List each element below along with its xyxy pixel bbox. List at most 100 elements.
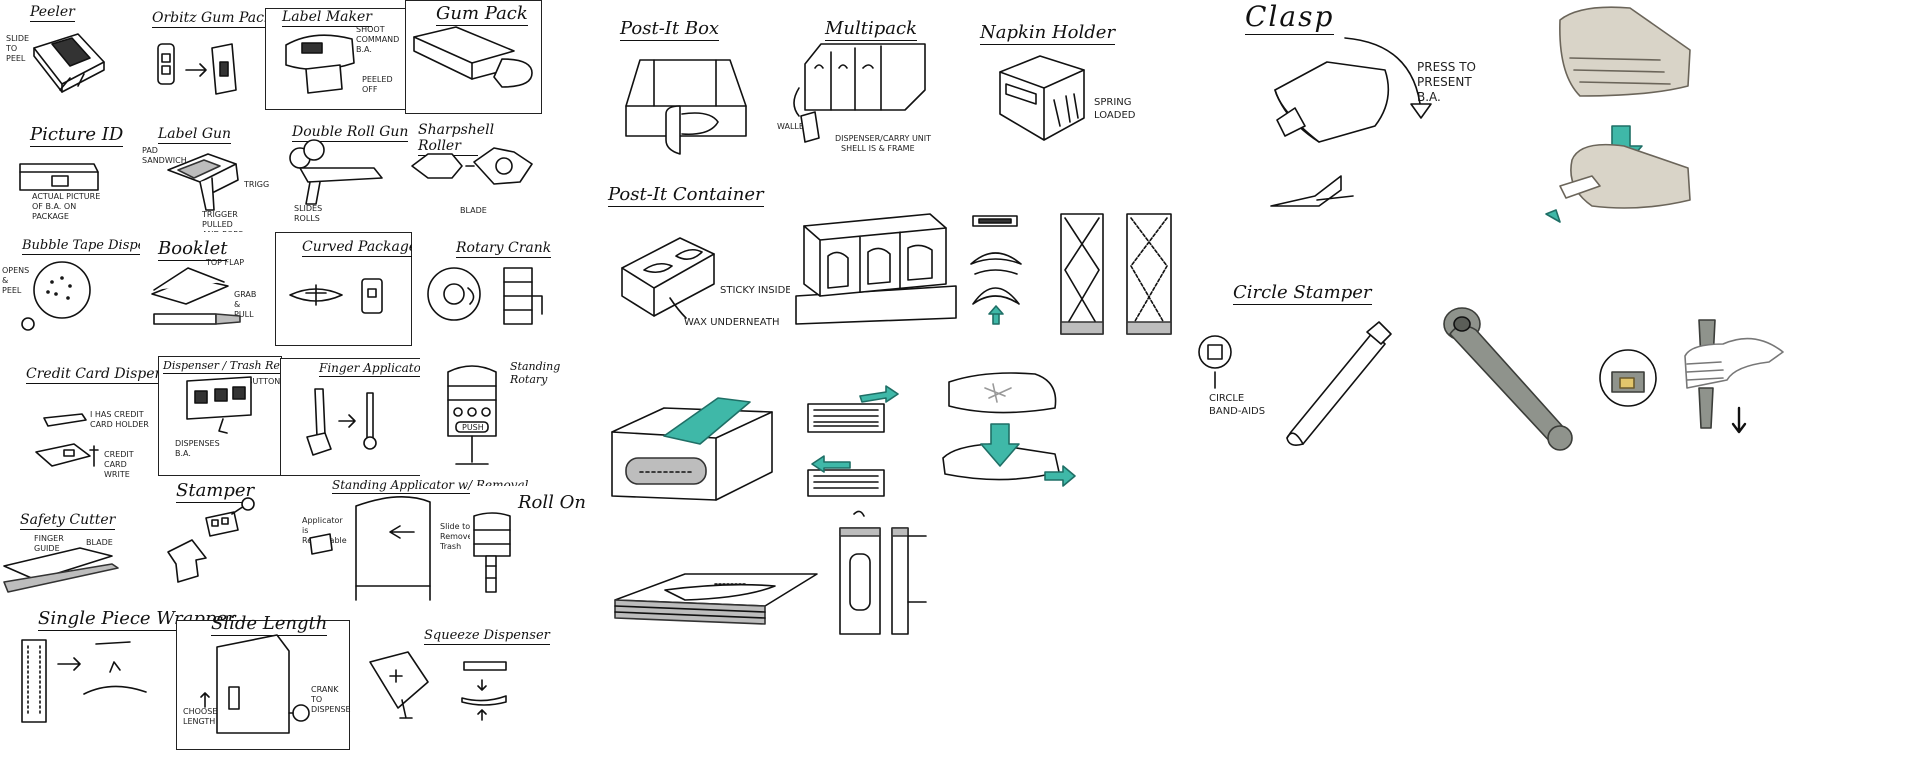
napkin-holder-sketch	[999, 55, 1085, 141]
panel-orbitz-gum-pack: Orbitz Gum Pack	[140, 10, 273, 110]
panel-note: PRESS TO PRESENT B.A.	[1417, 60, 1476, 104]
clip-sequence-sketch	[970, 215, 1022, 325]
stamper-render	[1443, 307, 1573, 451]
panel-circle-stamper-render	[1440, 300, 1590, 460]
panel-note: WALLET	[777, 122, 809, 131]
panel-note: PAD SANDWICH	[142, 146, 187, 165]
panel-note: CREDIT CARD WRITE	[104, 450, 134, 479]
panel-note: FINGER GUIDE	[34, 534, 64, 553]
slide-length-sketch	[200, 634, 310, 734]
panel-hand-stamper	[1665, 300, 1795, 450]
panel-title: Squeeze Dispenser	[424, 628, 550, 645]
safety-cutter-sketch	[3, 547, 119, 593]
panel-finger-applicator: Finger Applicator	[280, 358, 427, 476]
panel-clasp: Clasp PRESS TO PRESENT B.A.	[1245, 0, 1515, 230]
credit-card-sketch	[35, 413, 99, 467]
dispenser-trash-sketch	[186, 376, 252, 434]
panel-note: DISPENSES B.A.	[175, 439, 220, 458]
panel-note: SLIDES ROLLS	[294, 204, 323, 223]
panel-multipack: Multipack WALLET DISPENSER/CARRY UNIT SH…	[775, 12, 950, 167]
panel-title: Gum Pack	[436, 3, 528, 26]
panel-title: Stamper	[176, 480, 255, 503]
panel-note: STICKY INSIDE	[720, 285, 792, 296]
panel-note: BLADE	[86, 538, 113, 547]
circle-stamper-sketch	[1198, 321, 1392, 446]
finger-applicator-sketch	[306, 388, 377, 456]
panel-title: Multipack	[825, 18, 918, 41]
panel-bubble-tape-dispenser: Bubble Tape Dispenser OPENS & PEEL	[0, 232, 175, 344]
panel-title: Slide Length	[211, 613, 328, 636]
panel-envelope-pack	[935, 360, 1085, 510]
panel-note: PEELED OFF	[362, 75, 393, 94]
clasp-render	[1545, 6, 1691, 223]
panel-title: Rotary Crank	[456, 240, 552, 258]
panel-post-it-box: Post-It Box	[610, 10, 760, 160]
panel-standing-applicator: Standing Applicator w/ Removal Applicato…	[290, 476, 529, 606]
panel-title: Label Maker	[282, 9, 372, 27]
label-gun-sketch	[167, 153, 239, 211]
stamper-detail-zoom	[1599, 349, 1657, 407]
panel-tray-dispenser	[790, 200, 965, 340]
gum-pack-sketch	[157, 43, 237, 95]
push-button-label: PUSH	[462, 423, 484, 432]
multipack-sketch	[793, 43, 926, 143]
panel-picture-id: Picture ID ACTUAL PICTURE OF B.A. ON PAC…	[0, 118, 140, 228]
panel-title: Safety Cutter	[20, 512, 116, 530]
peeler-sketch	[33, 33, 105, 93]
panel-title: Napkin Holder	[980, 22, 1116, 45]
roll-on-sketch	[473, 512, 511, 593]
panel-title: Orbitz Gum Pack	[152, 10, 273, 28]
panel-tissue-box-concept	[600, 372, 800, 512]
panel-sharpshell-roller: Sharpshell Roller BLADE	[408, 118, 543, 228]
panel-title: Roll On	[518, 492, 586, 513]
sharpshell-roller-sketch	[411, 147, 533, 185]
post-it-box-sketch	[625, 59, 747, 155]
panel-booklet: Booklet TOP FLAP GRAB & PULL	[140, 232, 275, 344]
panel-title: Finger Applicator	[319, 361, 427, 377]
rotary-crank-sketch	[427, 267, 543, 325]
single-piece-wrapper-sketch	[21, 639, 147, 723]
panel-note: OPENS & PEEL	[2, 266, 30, 295]
panel-slide-length: Slide Length CHOOSE LENGTH CRANK TO DISP…	[176, 613, 351, 750]
panel-label-gun: Label Gun PAD SANDWICH TRIGGER TRIGGER P…	[140, 118, 280, 249]
panel-curved-package: Curved Package	[275, 232, 418, 346]
panel-napkin-holder: Napkin Holder SPRING LOADED	[970, 14, 1145, 159]
panel-circle-stamper: Circle Stamper CIRCLE BAND-AIDS	[1195, 272, 1392, 452]
panel-note: BLADE	[460, 206, 487, 215]
panel-title: Standing Rotary	[510, 360, 561, 386]
panel-title: Label Gun	[158, 126, 232, 144]
panel-title: Credit Card Dispenser	[26, 366, 186, 384]
label-maker-sketch	[285, 34, 355, 94]
panel-note: Slide to Remove Trash	[440, 522, 473, 551]
panel-title: Picture ID	[30, 124, 124, 147]
panel-note: TRIGGER	[244, 180, 280, 189]
squeeze-dispenser-sketch	[369, 651, 507, 721]
stacked-sheets-sketch	[614, 573, 818, 625]
panel-title: Dispenser / Trash Remover	[163, 359, 315, 374]
panel-note: CHOOSE LENGTH	[183, 707, 218, 726]
panel-standing-rotary: Standing Rotary PUSH	[420, 356, 560, 476]
panel-credit-card-dispenser: Credit Card Dispenser I HAS CREDIT CARD …	[0, 356, 186, 486]
curved-package-sketch	[289, 278, 383, 314]
hand-stamper-sketch	[1684, 319, 1784, 434]
booklet-sketch	[151, 267, 241, 325]
post-it-container-sketch	[621, 237, 715, 319]
panel-note: SHELL IS & FRAME	[841, 144, 915, 153]
panel-title: Peeler	[30, 4, 75, 22]
panel-rotary-crank: Rotary Crank	[412, 236, 552, 344]
panel-note: BUTTON	[247, 377, 281, 386]
panel-title: Post-It Container	[608, 184, 764, 207]
panel-stamper: Stamper	[148, 476, 288, 602]
panel-title: Clasp	[1245, 0, 1335, 35]
panel-title: Booklet	[158, 238, 228, 261]
panel-hanging-strips	[830, 508, 970, 638]
panel-peeler: Peeler SLIDE TO PEEL	[0, 0, 120, 100]
panel-note: CIRCLE BAND-AIDS	[1209, 393, 1266, 417]
panel-stamper-detail	[1598, 348, 1658, 408]
standing-rotary-sketch	[447, 365, 497, 465]
panel-title: Bubble Tape Dispenser	[22, 238, 175, 255]
panel-title: Post-It Box	[620, 18, 720, 41]
double-roll-gun-sketch	[289, 139, 383, 205]
panel-dispenser-trash-remover: Dispenser / Trash Remover BUTTON DISPENS…	[158, 356, 315, 476]
hanging-strips-sketch	[839, 510, 927, 635]
